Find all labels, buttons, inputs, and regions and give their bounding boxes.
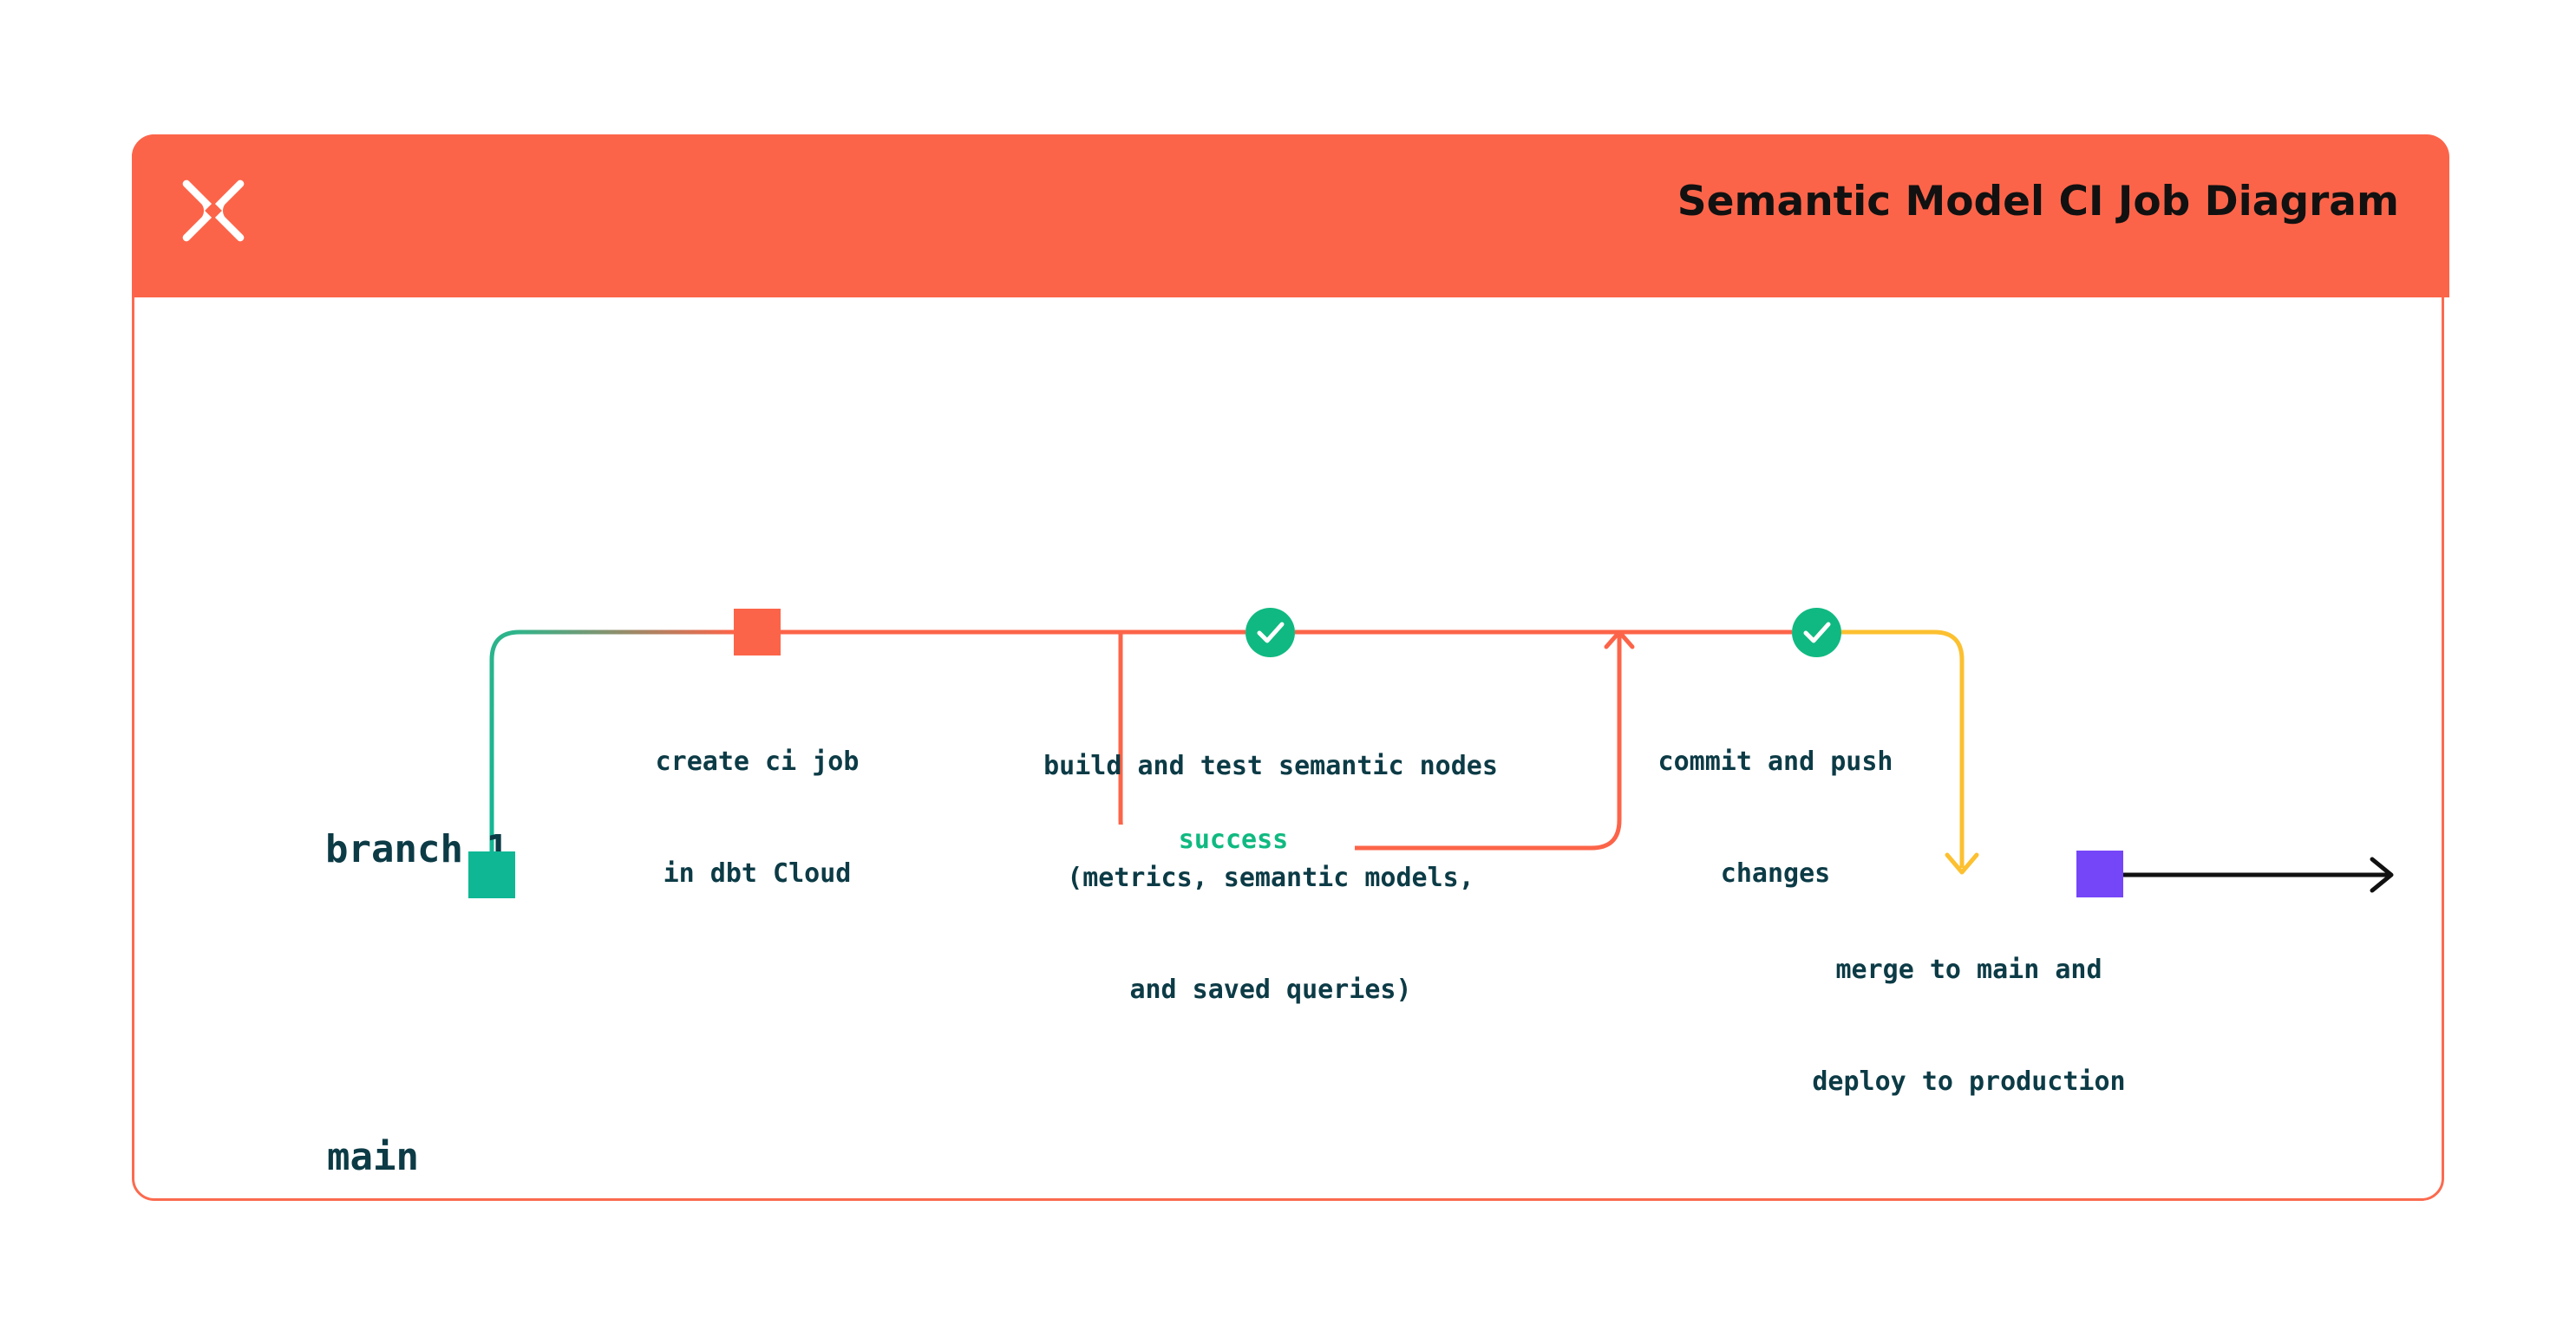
caption-commit-and-push: commit and push changes [1611, 669, 1940, 967]
node-create-ci-job[interactable] [734, 609, 781, 655]
caption-line: commit and push [1657, 747, 1893, 777]
diagram-card: Semantic Model CI Job Diagram [132, 134, 2449, 1201]
caption-line: deploy to production [1812, 1066, 2126, 1097]
page-title: Semantic Model CI Job Diagram [1677, 178, 2399, 225]
caption-merge-to-main: merge to main and deploy to production [1726, 877, 2212, 1175]
diagram-canvas: branch 1 main create ci job in dbt Cloud… [134, 300, 2447, 1201]
dbt-logo-icon [172, 169, 255, 252]
edge-production-arrowhead [2370, 857, 2394, 893]
edge-commit-to-merge [1841, 629, 1965, 868]
edge-commit-to-merge-arrowhead [1945, 852, 1979, 875]
caption-build-and-test: build and test semantic nodes (metrics, … [924, 673, 1618, 1083]
caption-line: create ci job [655, 747, 860, 777]
caption-line: (metrics, semantic models, [1067, 863, 1474, 893]
caption-create-ci-job: create ci job in dbt Cloud [592, 669, 922, 967]
caption-line: build and test semantic nodes [1043, 751, 1498, 781]
caption-line: changes [1720, 858, 1831, 889]
check-icon [1803, 622, 1831, 643]
card-header: Semantic Model CI Job Diagram [132, 134, 2449, 297]
caption-line: in dbt Cloud [663, 858, 852, 889]
branch-label-main: main [327, 1135, 419, 1179]
edge-branch-off [489, 629, 734, 875]
edge-success-loop-arrowhead [1604, 629, 1635, 649]
node-main-root[interactable] [468, 851, 515, 898]
node-merge-to-main[interactable] [2076, 851, 2123, 897]
check-icon [1257, 622, 1285, 643]
diagram-wires [489, 629, 2394, 893]
node-commit-and-push[interactable] [1792, 608, 1841, 657]
caption-line: merge to main and [1835, 955, 2102, 985]
edge-label-success: success [1112, 825, 1355, 855]
node-build-and-test[interactable] [1246, 608, 1295, 657]
caption-line: and saved queries) [1129, 975, 1412, 1005]
